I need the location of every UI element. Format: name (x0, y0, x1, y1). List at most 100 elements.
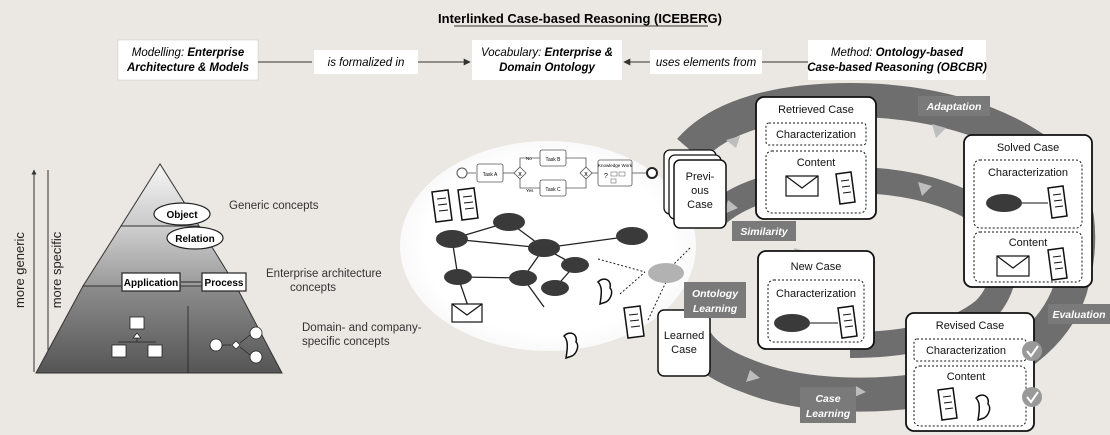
evaluation-tag[interactable]: Evaluation (1048, 304, 1110, 324)
svg-text:No: No (526, 156, 532, 161)
document-icon (837, 305, 858, 339)
process-model: Task A x No Yes Task B Task C x Knowledg… (456, 149, 658, 197)
level-domain-label-2: specific concepts (302, 336, 390, 348)
svg-text:Case-based Reasoning (OBCBR): Case-based Reasoning (OBCBR) (807, 62, 987, 74)
similarity-tag[interactable]: Similarity (732, 221, 796, 241)
previous-case-stack[interactable]: Previ- ous Case (663, 149, 727, 229)
new-concept-node (648, 263, 684, 283)
svg-text:Characterization: Characterization (776, 129, 856, 141)
envelope-icon (996, 255, 1030, 277)
application-node (121, 272, 181, 292)
learned-case-box[interactable]: Learned Case (657, 309, 711, 377)
svg-text:Ontology: Ontology (692, 288, 739, 300)
cycle-arrow-icon (932, 124, 946, 138)
svg-text:Case: Case (815, 393, 840, 405)
svg-text:Method: Ontology-based: Method: Ontology-based (831, 47, 964, 59)
page-title: Interlinked Case-based Reasoning (ICEBER… (438, 11, 722, 26)
revised-case-box[interactable]: Revised Case Characterization Content (905, 312, 1042, 432)
rel-formalized-box: is formalized in (314, 50, 418, 74)
axis-more-generic: more generic (12, 232, 27, 308)
graph-node (616, 227, 648, 245)
svg-text:Task B: Task B (545, 157, 561, 163)
modelling-box: Modelling: Enterprise Architecture & Mod… (117, 39, 259, 81)
check-icon (1022, 341, 1042, 361)
envelope-icon (785, 175, 819, 197)
specificity-axis: more generic more specific (12, 169, 64, 373)
svg-text:Characterization: Characterization (988, 167, 1068, 179)
svg-text:Case: Case (687, 199, 713, 211)
svg-text:ous: ous (691, 185, 709, 197)
svg-text:Vocabulary: Enterprise &: Vocabulary: Enterprise & (481, 47, 613, 59)
svg-text:Content: Content (1009, 237, 1048, 249)
retrieved-case-title: Retrieved Case (778, 104, 854, 116)
process-node (201, 272, 247, 292)
person-icon (974, 394, 991, 422)
svg-text:Learned: Learned (664, 330, 704, 342)
svg-text:Architecture & Models: Architecture & Models (126, 62, 249, 74)
document-icon (1047, 247, 1068, 281)
svg-text:x: x (584, 171, 588, 178)
graph-node (528, 239, 560, 257)
new-case-box[interactable]: New Case Characterization (757, 250, 875, 350)
solved-case-title: Solved Case (997, 142, 1059, 154)
graph-node (493, 213, 525, 231)
document-icon (623, 305, 645, 339)
object-label: Object (166, 210, 198, 221)
level-enterprise-label-2: concepts (290, 282, 336, 294)
svg-text:uses elements from: uses elements from (656, 57, 757, 69)
person-icon (596, 278, 613, 306)
cycle-arrow-icon (918, 182, 932, 196)
level-domain-label-1: Domain- and company- (302, 322, 422, 334)
svg-text:Learning: Learning (806, 408, 851, 420)
person-icon (562, 332, 579, 360)
svg-text:?: ? (604, 173, 608, 180)
cycle-arrow-icon (724, 200, 738, 214)
document-icon (431, 189, 453, 223)
graph-node (561, 257, 589, 273)
envelope-icon (451, 303, 483, 323)
svg-text:Characterization: Characterization (926, 345, 1006, 357)
svg-text:is formalized in: is formalized in (328, 57, 405, 69)
graph-node (541, 280, 569, 296)
axis-more-specific: more specific (49, 231, 64, 308)
class-diagram-icon (111, 316, 163, 358)
graph-node (509, 270, 537, 286)
ontology-nodes (436, 213, 648, 296)
graph-node (444, 269, 472, 285)
level-enterprise-label-1: Enterprise architecture (266, 268, 382, 280)
revised-case-title: Revised Case (936, 320, 1004, 332)
method-box: Method: Ontology-based Case-based Reason… (807, 40, 987, 80)
document-icon (457, 187, 479, 221)
solved-case-box[interactable]: Solved Case Characterization Content (963, 134, 1093, 288)
concept-pyramid: Object Relation Application Process Gene (35, 163, 422, 374)
case-learning-tag[interactable]: Case Learning (800, 387, 856, 423)
svg-text:Characterization: Characterization (776, 288, 856, 300)
adaptation-tag[interactable]: Adaptation (918, 96, 990, 116)
svg-text:Previ-: Previ- (686, 171, 715, 183)
process-graph-icon (209, 326, 263, 364)
check-icon (1022, 387, 1042, 407)
ontology-learning-tag[interactable]: Ontology Learning (684, 282, 746, 318)
cycle-arrow-icon (746, 370, 760, 382)
svg-text:Task A: Task A (483, 172, 498, 178)
vocabulary-box: Vocabulary: Enterprise & Domain Ontology (472, 40, 622, 80)
object-node (153, 202, 211, 226)
svg-text:Content: Content (797, 157, 836, 169)
relation-node (166, 226, 224, 250)
svg-text:Yes: Yes (526, 188, 534, 193)
svg-text:x: x (518, 171, 522, 178)
graph-node (436, 230, 468, 248)
svg-text:Domain Ontology: Domain Ontology (499, 62, 595, 74)
svg-text:Case: Case (671, 344, 697, 356)
retrieved-case-box[interactable]: Retrieved Case Characterization Content (755, 96, 877, 220)
svg-text:Adaptation: Adaptation (926, 101, 982, 113)
document-icon (1047, 185, 1068, 219)
document-icon (835, 171, 856, 205)
pyramid-domain-level (35, 285, 283, 374)
svg-text:Content: Content (947, 371, 986, 383)
rel-uses-box: uses elements from (650, 50, 762, 74)
process-label: Process (205, 278, 244, 289)
cycle-arrow-icon (726, 136, 740, 148)
